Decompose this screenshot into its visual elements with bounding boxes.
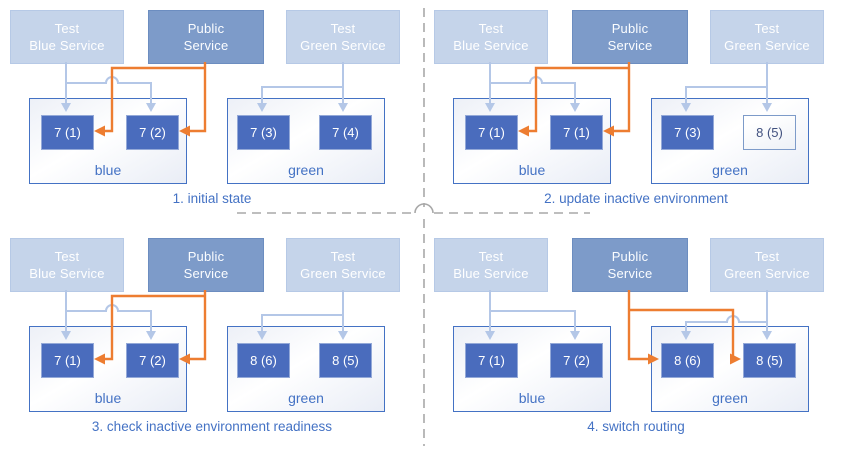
pod-green-1: 7 (3)	[237, 115, 290, 150]
test-green-service-box: Test Green Service	[286, 238, 400, 292]
green-environment-box: 8 (6) 8 (5) green	[227, 326, 385, 412]
blue-environment-box: 7 (1) 7 (2) blue	[29, 326, 187, 412]
service-label: Public	[187, 248, 225, 264]
green-environment-box: 7 (3) 7 (4) green	[227, 98, 385, 184]
blue-environment-box: 7 (1) 7 (1) blue	[453, 98, 611, 184]
service-label: Service	[607, 38, 653, 53]
service-label: Green Service	[724, 266, 810, 281]
pod-green-2: 8 (5)	[743, 343, 796, 378]
pod-green-2: 7 (4)	[319, 115, 372, 150]
service-label: Test	[478, 248, 504, 264]
test-blue-service-box: Test Blue Service	[10, 238, 124, 292]
panel-update-inactive-environment: Test Blue Service Public Service Test Gr…	[424, 0, 848, 228]
service-label: Blue Service	[453, 38, 529, 53]
service-label: Test	[54, 248, 80, 264]
public-service-box: Public Service	[572, 238, 688, 292]
environment-label-blue: blue	[518, 162, 546, 178]
pod-label: 7 (1)	[54, 125, 81, 140]
service-label: Test	[330, 20, 356, 36]
service-label: Service	[607, 266, 653, 281]
pod-label: 7 (3)	[250, 125, 277, 140]
green-environment-box: 7 (3) 8 (5) green	[651, 98, 809, 184]
environment-label-green: green	[712, 390, 748, 406]
blue-environment-box: 7 (1) 7 (2) blue	[29, 98, 187, 184]
pod-label: 8 (5)	[756, 353, 783, 368]
panel-caption: 3. check inactive environment readiness	[91, 419, 333, 434]
pod-label: 8 (6)	[250, 353, 277, 368]
public-service-box: Public Service	[572, 10, 688, 64]
service-label: Service	[183, 38, 229, 53]
environment-label-green: green	[712, 162, 748, 178]
service-label: Test	[54, 20, 80, 36]
service-label: Public	[187, 20, 225, 36]
pod-label: 7 (1)	[478, 353, 505, 368]
environment-label-green: green	[288, 390, 324, 406]
pod-label: 7 (2)	[139, 125, 166, 140]
panel-caption: 1. initial state	[172, 191, 252, 206]
pod-green-2-starting: 8 (5)	[743, 115, 796, 150]
panel-caption: 4. switch routing	[587, 419, 685, 434]
pod-label: 7 (1)	[563, 125, 590, 140]
service-label: Green Service	[724, 38, 810, 53]
pod-blue-1: 7 (1)	[41, 115, 94, 150]
green-environment-box: 8 (6) 8 (5) green	[651, 326, 809, 412]
environment-label-blue: blue	[94, 390, 122, 406]
service-label: Test	[330, 248, 356, 264]
pod-blue-2: 7 (2)	[126, 115, 179, 150]
test-blue-service-box: Test Blue Service	[434, 10, 548, 64]
service-label: Green Service	[300, 266, 386, 281]
pod-blue-2: 7 (2)	[550, 343, 603, 378]
panel-caption: 2. update inactive environment	[544, 191, 728, 206]
test-green-service-box: Test Green Service	[710, 238, 824, 292]
pod-blue-1: 7 (1)	[465, 343, 518, 378]
service-label: Green Service	[300, 38, 386, 53]
pod-label: 8 (6)	[674, 353, 701, 368]
test-green-service-box: Test Green Service	[710, 10, 824, 64]
test-blue-service-box: Test Blue Service	[10, 10, 124, 64]
environment-label-green: green	[288, 162, 324, 178]
public-service-box: Public Service	[148, 10, 264, 64]
pod-label: 7 (1)	[478, 125, 505, 140]
environment-label-blue: blue	[94, 162, 122, 178]
pod-green-1: 7 (3)	[661, 115, 714, 150]
pod-green-1: 8 (6)	[661, 343, 714, 378]
pod-blue-2: 7 (2)	[126, 343, 179, 378]
service-label: Test	[478, 20, 504, 36]
test-green-service-box: Test Green Service	[286, 10, 400, 64]
panel-initial-state: Test Blue Service Public Service Test Gr…	[0, 0, 424, 228]
test-blue-service-box: Test Blue Service	[434, 238, 548, 292]
panel-switch-routing: Test Blue Service Public Service Test Gr…	[424, 228, 848, 456]
panel-check-inactive-environment-readiness: Test Blue Service Public Service Test Gr…	[0, 228, 424, 456]
pod-label: 7 (4)	[332, 125, 359, 140]
pod-label: 8 (5)	[332, 353, 359, 368]
service-label: Test	[754, 20, 780, 36]
public-service-box: Public Service	[148, 238, 264, 292]
pod-blue-1: 7 (1)	[41, 343, 94, 378]
service-label: Test	[754, 248, 780, 264]
pod-label: 8 (5)	[756, 125, 783, 140]
service-label: Blue Service	[453, 266, 529, 281]
pod-label: 7 (2)	[139, 353, 166, 368]
pod-blue-2: 7 (1)	[550, 115, 603, 150]
service-label: Blue Service	[29, 266, 105, 281]
service-label: Service	[183, 266, 229, 281]
service-label: Public	[611, 20, 649, 36]
pod-label: 7 (3)	[674, 125, 701, 140]
pod-green-1: 8 (6)	[237, 343, 290, 378]
pod-label: 7 (2)	[563, 353, 590, 368]
service-label: Public	[611, 248, 649, 264]
pod-green-2: 8 (5)	[319, 343, 372, 378]
environment-label-blue: blue	[518, 390, 546, 406]
blue-environment-box: 7 (1) 7 (2) blue	[453, 326, 611, 412]
pod-label: 7 (1)	[54, 353, 81, 368]
pod-blue-1: 7 (1)	[465, 115, 518, 150]
service-label: Blue Service	[29, 38, 105, 53]
